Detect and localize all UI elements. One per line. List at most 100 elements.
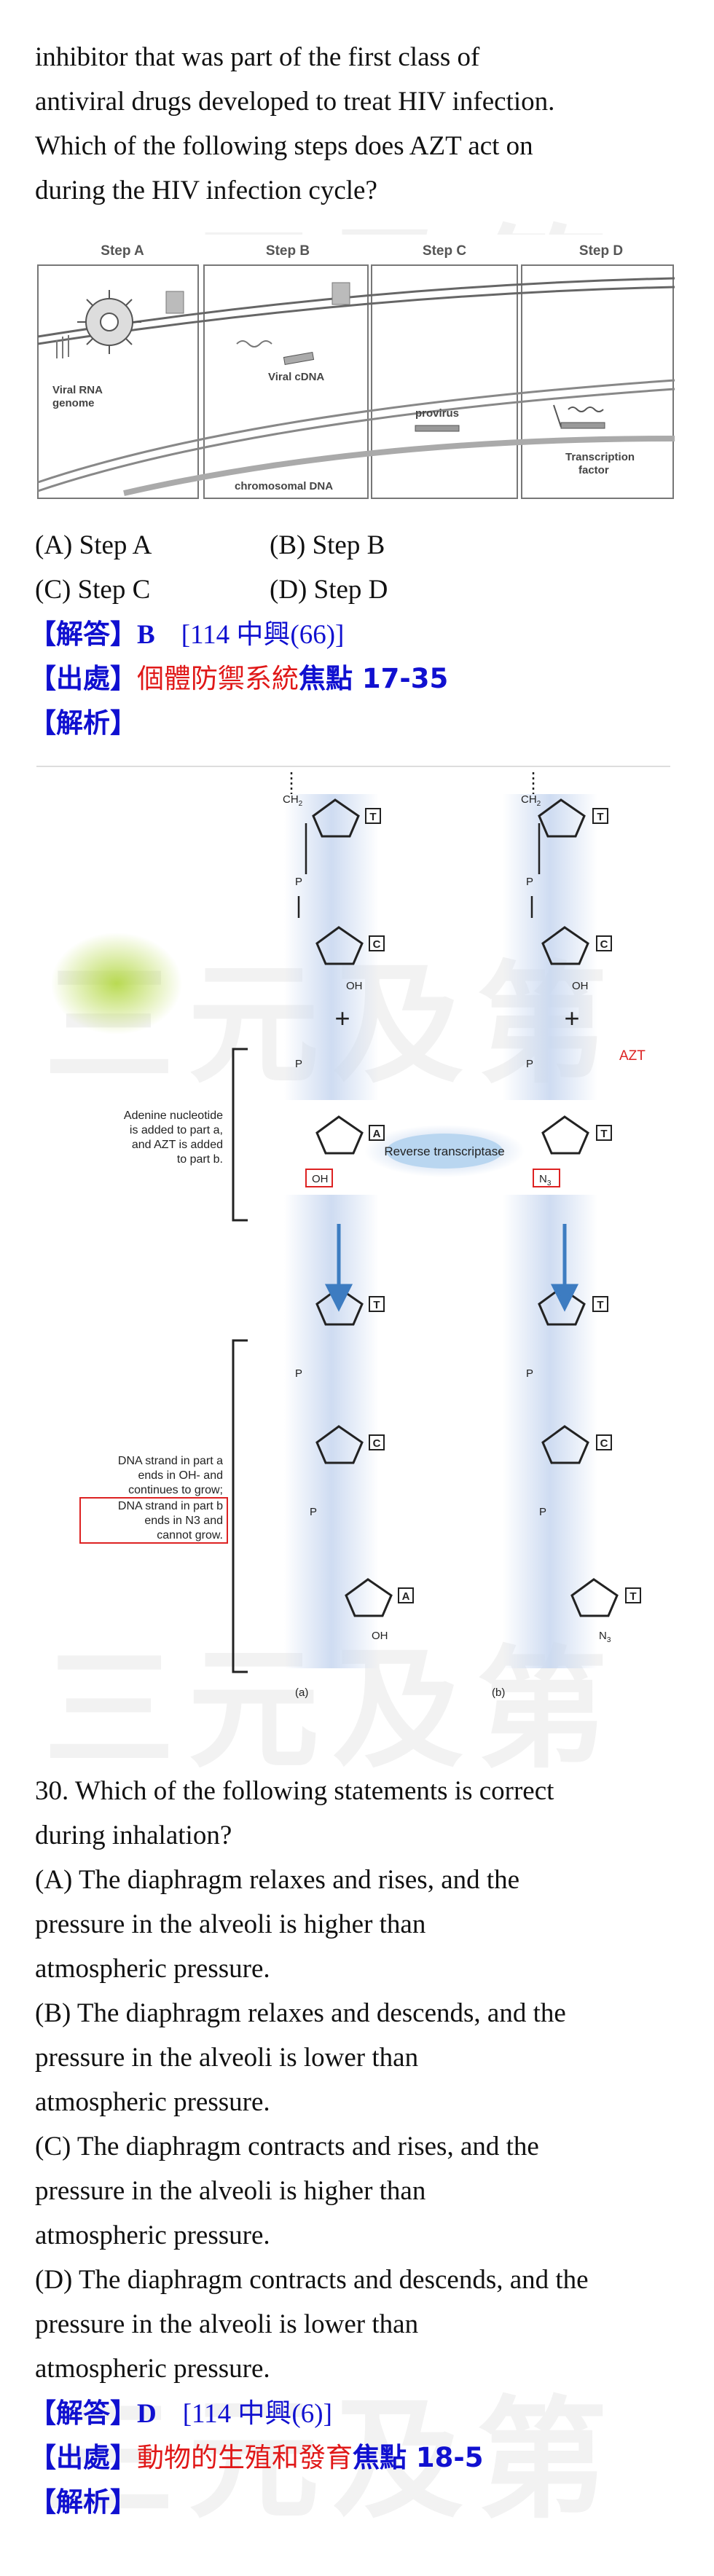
step-a-label: Step A [101,243,144,259]
q29-stem: inhibitor that was part of the first cla… [35,35,676,213]
phosphate-label: P [295,1367,302,1380]
caption2-box-line: ends in N3 and [144,1515,223,1527]
q29-analysis-line: 【解析】 [29,701,137,745]
viral-cdna-label: Viral cDNA [268,371,324,383]
base-label: T [629,1590,636,1603]
phosphate-label: P [295,876,302,888]
q29-option-a: (A) Step A [35,530,152,560]
q29-stem-line: antiviral drugs developed to treat HIV i… [35,87,555,117]
q29-option-c: (C) Step C [35,575,151,605]
q30-source-point: 焦點 18-5 [353,2442,484,2473]
virus-particle [77,290,141,354]
q30-answer-ref: [114 中興(6)] [182,2399,332,2429]
base-label: T [369,811,376,823]
transcription-label: Transcription [565,451,635,463]
base-label: C [373,938,381,951]
oh-label: OH [372,1630,388,1642]
q29-answer-line: 【解答】B [114 中興(66)] [29,612,344,657]
caption2-box-line: DNA strand in part b [118,1500,223,1512]
base-label: A [402,1590,410,1603]
q30-stem-line: during inhalation? [35,1821,232,1850]
base-label: A [373,1128,381,1140]
q30-option-b-line: (B) The diaphragm relaxes and descends, … [35,1998,566,2028]
chromosomal-dna-label: chromosomal DNA [235,480,333,492]
q30-option-b-line: pressure in the alveoli is lower than [35,2043,419,2073]
q29-source-topic: 個體防禦系統 [137,663,299,694]
phosphate-label: P [295,1058,302,1070]
phosphate-label: P [526,1058,533,1070]
q30-answer: D [137,2399,157,2429]
caption1-line: and AZT is added [132,1139,223,1151]
n3-label: N3 [599,1630,611,1644]
viral-rna-label: Viral RNA [52,384,103,396]
q30-stem: 30. Which of the following statements is… [35,1769,676,1858]
q29-answer: B [137,620,155,650]
q30-stem-line: 30. Which of the following statements is… [35,1776,554,1806]
factor-label: factor [578,464,609,476]
base-label: C [600,938,608,951]
q30-source-line: 【出處】動物的生殖和發育焦點 18-5 [29,2435,483,2480]
q30-option-a: (A) The diaphragm relaxes and rises, and… [35,1858,676,1991]
q30-option-c-line: pressure in the alveoli is higher than [35,2176,426,2206]
oh-label: OH [572,980,589,992]
oh-label: OH [312,1173,329,1185]
q30-option-c-line: (C) The diaphragm contracts and rises, a… [35,2132,539,2161]
analysis-tag: 【解析】 [29,2486,137,2518]
base-label: T [597,1299,603,1311]
q30-option-b: (B) The diaphragm relaxes and descends, … [35,1991,676,2124]
azt-figure: T T C C A T T T C C A T CH2 CH2 OH OH OH… [36,766,670,1699]
caption2-box-line: cannot grow. [157,1529,223,1542]
part-b-label: (b) [492,1686,505,1699]
q29-answer-ref: [114 中興(66)] [181,620,345,650]
q29-option-d: (D) Step D [270,575,388,605]
q30-option-b-line: atmospheric pressure. [35,2087,270,2117]
q30-answer-line: 【解答】D [114 中興(6)] [29,2391,332,2436]
provirus-label: provirus [415,407,459,420]
base-label: T [597,811,603,823]
phosphate-label: P [526,876,533,888]
q30-analysis-line: 【解析】 [29,2480,137,2524]
caption2-line: DNA strand in part a [118,1455,223,1467]
caption1-line: to part b. [177,1153,223,1166]
phosphate-label: P [310,1506,317,1518]
q29-options-row-1: (A) Step A (B) Step B [35,523,385,568]
panel-b [203,264,369,499]
q29-source-line: 【出處】個體防禦系統焦點 17-35 [29,656,448,701]
q29-options-row-2: (C) Step C (D) Step D [35,568,388,612]
caption1-line: is added to part a, [130,1124,223,1136]
panel-d [521,264,674,499]
q30-option-a-line: (A) The diaphragm relaxes and rises, and… [35,1865,520,1895]
q30-option-a-line: atmospheric pressure. [35,1954,270,1984]
step-d-label: Step D [579,243,623,259]
base-label: T [373,1299,380,1311]
part-a-label: (a) [295,1686,308,1699]
ch2-label: CH2 [521,793,541,808]
base-label: C [373,1437,381,1450]
analysis-tag: 【解析】 [29,707,137,739]
n3-label: N3 [539,1173,552,1187]
phosphate-label: P [539,1506,546,1518]
phosphate-label: P [526,1367,533,1380]
answer-tag: 【解答】 [29,619,137,650]
q30-option-c: (C) The diaphragm contracts and rises, a… [35,2124,676,2258]
plus-sign: + [564,1003,579,1033]
source-tag: 【出處】 [29,663,137,694]
oh-label: OH [346,980,363,992]
caption1-line: Adenine nucleotide [124,1110,223,1122]
panel-a [37,264,199,499]
q29-stem-line: Which of the following steps does AZT ac… [35,131,533,161]
answer-tag: 【解答】 [29,2398,137,2429]
azt-label: AZT [619,1048,646,1064]
base-label: T [600,1128,607,1140]
q29-option-b: (B) Step B [270,530,385,560]
panel-c [371,264,518,499]
step-c-label: Step C [423,243,466,259]
enzyme-label: Reverse transcriptase [384,1144,504,1158]
q29-stem-line: during the HIV infection cycle? [35,176,377,205]
step-b-label: Step B [266,243,310,259]
caption2-line: continues to grow; [128,1484,223,1496]
q29-stem-line: inhibitor that was part of the first cla… [35,42,480,72]
source-tag: 【出處】 [29,2442,137,2473]
q30-option-a-line: pressure in the alveoli is higher than [35,1909,426,1939]
plus-sign: + [334,1003,350,1033]
